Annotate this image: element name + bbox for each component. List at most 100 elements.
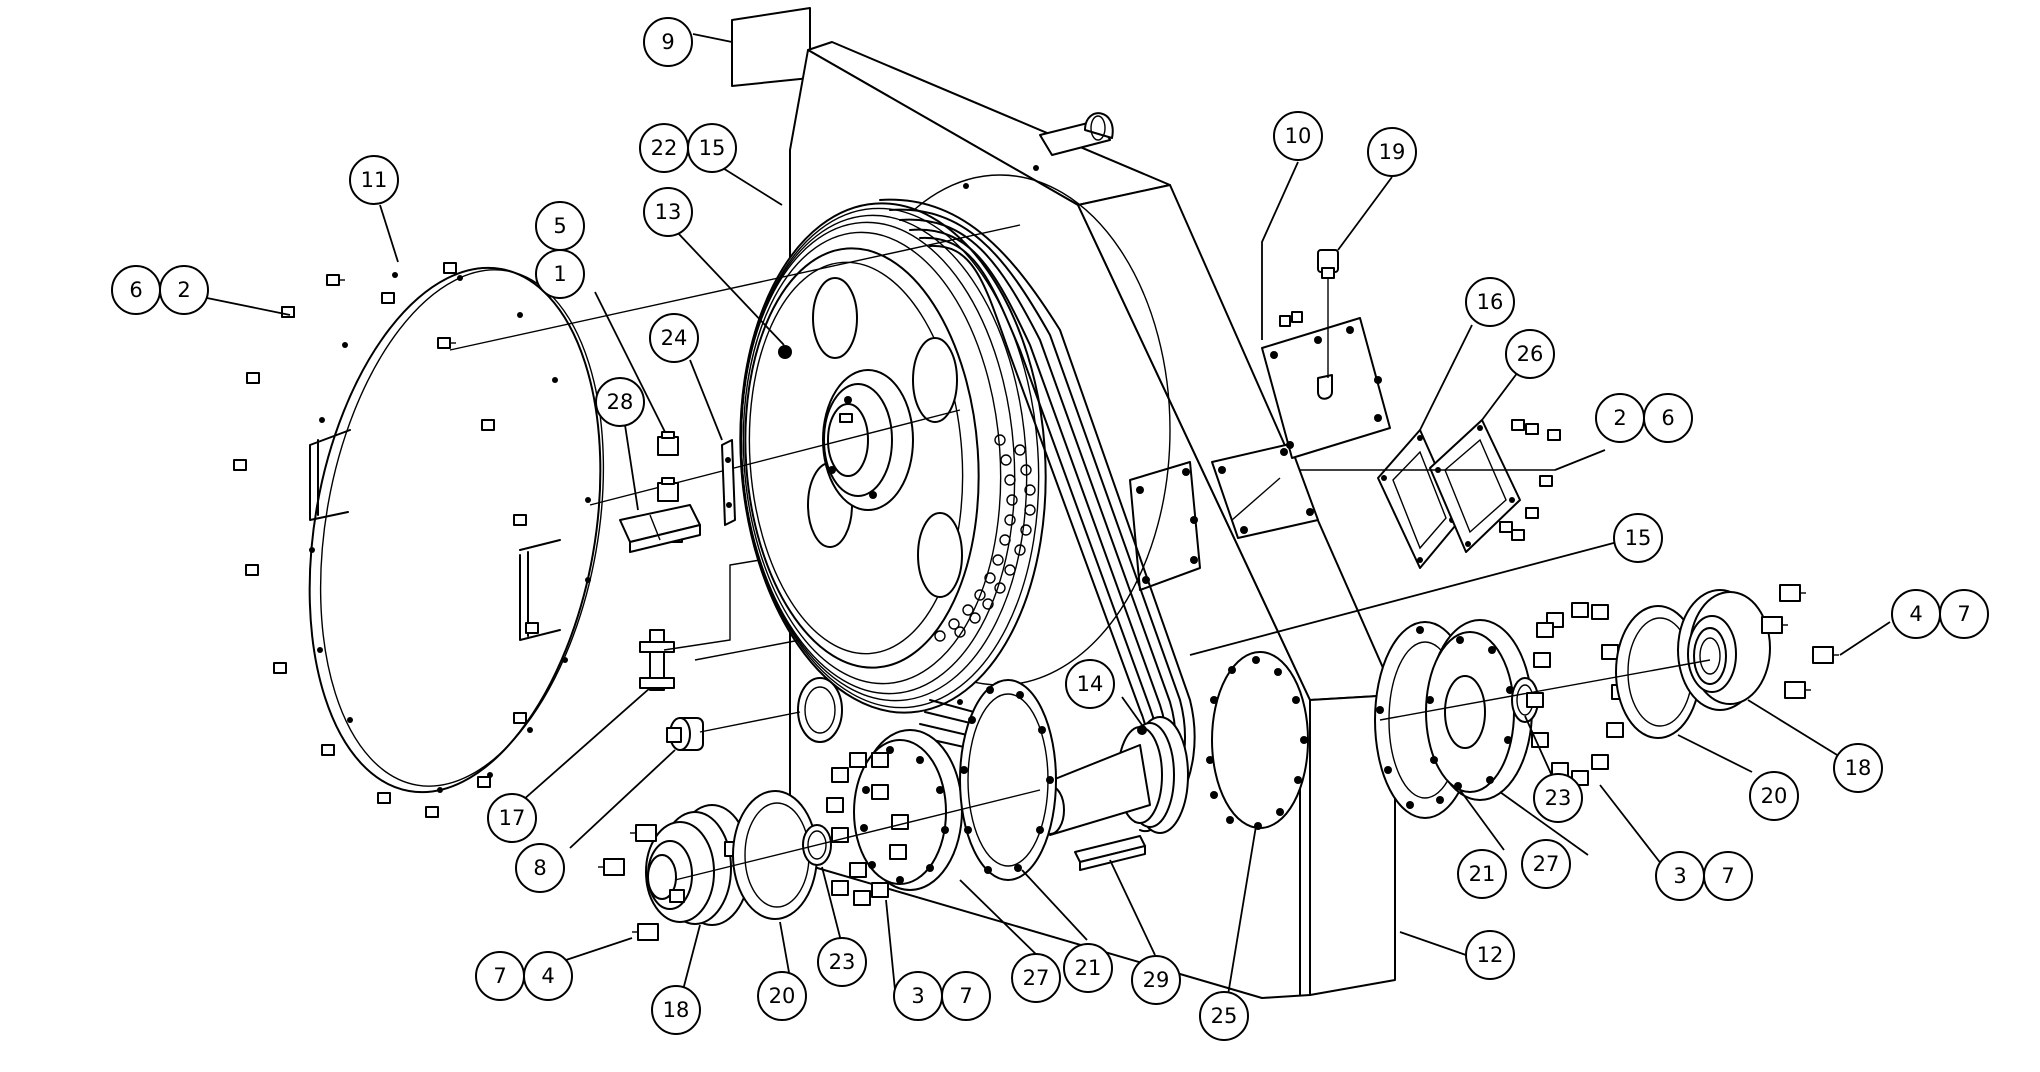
callout-27-left: 27 [1011, 953, 1061, 1003]
fastener-17 [639, 559, 761, 691]
svg-text:5: 5 [553, 214, 566, 238]
plug-8 [666, 717, 704, 751]
callout-20-left: 20 [757, 971, 807, 1021]
front-cover [308, 266, 605, 794]
large-pulley [739, 174, 1171, 714]
svg-text:3: 3 [1673, 864, 1686, 888]
top-cover-plate-10 [1261, 311, 1391, 459]
callout-12: 12 [1465, 930, 1515, 980]
svg-text:7: 7 [959, 984, 972, 1008]
bolt-cluster-right [1526, 602, 1629, 786]
svg-text:9: 9 [661, 30, 674, 54]
callout-19: 19 [1367, 127, 1417, 177]
svg-text:7: 7 [493, 964, 506, 988]
svg-text:29: 29 [1143, 968, 1170, 992]
svg-text:21: 21 [1075, 956, 1102, 980]
svg-text:24: 24 [661, 326, 688, 350]
callout-5: 5 [535, 201, 585, 251]
leader-lines [206, 33, 1891, 996]
svg-text:15: 15 [1625, 526, 1652, 550]
svg-text:23: 23 [1545, 786, 1572, 810]
svg-text:18: 18 [663, 998, 690, 1022]
svg-text:11: 11 [361, 168, 388, 192]
svg-text:8: 8 [533, 856, 546, 880]
callout-28: 28 [595, 377, 645, 427]
svg-text:7: 7 [1721, 864, 1734, 888]
svg-text:10: 10 [1285, 124, 1312, 148]
svg-text:16: 16 [1477, 290, 1504, 314]
callout-7-left-lower: 7 [941, 971, 991, 1021]
callout-4-right: 4 [1891, 589, 1941, 639]
seal-ring-top [797, 677, 843, 743]
callout-7-right: 7 [1939, 589, 1989, 639]
bearing-housing-left [645, 804, 751, 926]
callout-26: 26 [1505, 329, 1555, 379]
bearing-left-bolts [598, 824, 659, 941]
svg-text:4: 4 [541, 964, 554, 988]
callout-13: 13 [643, 187, 693, 237]
bolts-on-plate [1279, 311, 1303, 327]
svg-text:3: 3 [911, 984, 924, 1008]
svg-text:23: 23 [829, 950, 856, 974]
small-pulley-shaft [1035, 716, 1189, 836]
svg-text:7: 7 [1957, 602, 1970, 626]
svg-text:6: 6 [1661, 406, 1674, 430]
callout-29: 29 [1131, 955, 1181, 1005]
svg-text:1: 1 [553, 262, 566, 286]
svg-text:2: 2 [177, 278, 190, 302]
callout-24: 24 [649, 313, 699, 363]
svg-text:28: 28 [607, 390, 634, 414]
bearing-housing-right [1677, 589, 1771, 711]
svg-text:18: 18 [1845, 756, 1872, 780]
svg-text:2: 2 [1613, 406, 1626, 430]
callout-20-right: 20 [1749, 771, 1799, 821]
nameplate [731, 7, 811, 87]
callout-15-top: 15 [687, 123, 737, 173]
callout-3-left: 3 [893, 971, 943, 1021]
svg-text:22: 22 [651, 136, 678, 160]
side-opening [1211, 443, 1319, 539]
svg-text:12: 12 [1477, 943, 1504, 967]
callout-25: 25 [1199, 991, 1249, 1041]
callout-14: 14 [1065, 659, 1115, 709]
callout-27-right: 27 [1521, 839, 1571, 889]
svg-text:4: 4 [1909, 602, 1922, 626]
callout-7-left: 7 [475, 951, 525, 1001]
svg-text:25: 25 [1211, 1004, 1238, 1028]
callout-10: 10 [1273, 111, 1323, 161]
cover-bolts [233, 262, 539, 818]
svg-text:26: 26 [1517, 342, 1544, 366]
housing-seal-ring [1206, 651, 1309, 830]
bracket-24 [721, 439, 736, 526]
callout-15-mid: 15 [1613, 513, 1663, 563]
svg-text:19: 19 [1379, 140, 1406, 164]
callout-23-right: 23 [1533, 773, 1583, 823]
svg-text:14: 14 [1077, 672, 1104, 696]
svg-text:17: 17 [499, 806, 526, 830]
callout-21-left: 21 [1063, 943, 1113, 993]
plate-26 [1429, 419, 1521, 553]
callout-6-right: 6 [1643, 393, 1693, 443]
svg-text:20: 20 [1761, 784, 1788, 808]
flange-27-left [853, 729, 963, 891]
svg-text:15: 15 [699, 136, 726, 160]
callout-4-left: 4 [523, 951, 573, 1001]
callout-21-right: 21 [1457, 849, 1507, 899]
flange-21-left [959, 679, 1057, 881]
callout-17: 17 [487, 793, 537, 843]
flange-27-right [1425, 619, 1533, 801]
callout-18-left: 18 [651, 985, 701, 1035]
block-28 [619, 504, 701, 553]
callout-11: 11 [349, 155, 399, 205]
callout-2-right: 2 [1595, 393, 1645, 443]
belt-teeth [934, 434, 1036, 642]
callout-6-left: 6 [111, 265, 161, 315]
breather-19 [1317, 249, 1339, 378]
svg-text:13: 13 [655, 200, 682, 224]
callout-8: 8 [515, 843, 565, 893]
svg-text:27: 27 [1023, 966, 1050, 990]
inspection-cover-front [1129, 461, 1201, 591]
callout-18-right: 18 [1833, 743, 1883, 793]
svg-text:6: 6 [129, 278, 142, 302]
